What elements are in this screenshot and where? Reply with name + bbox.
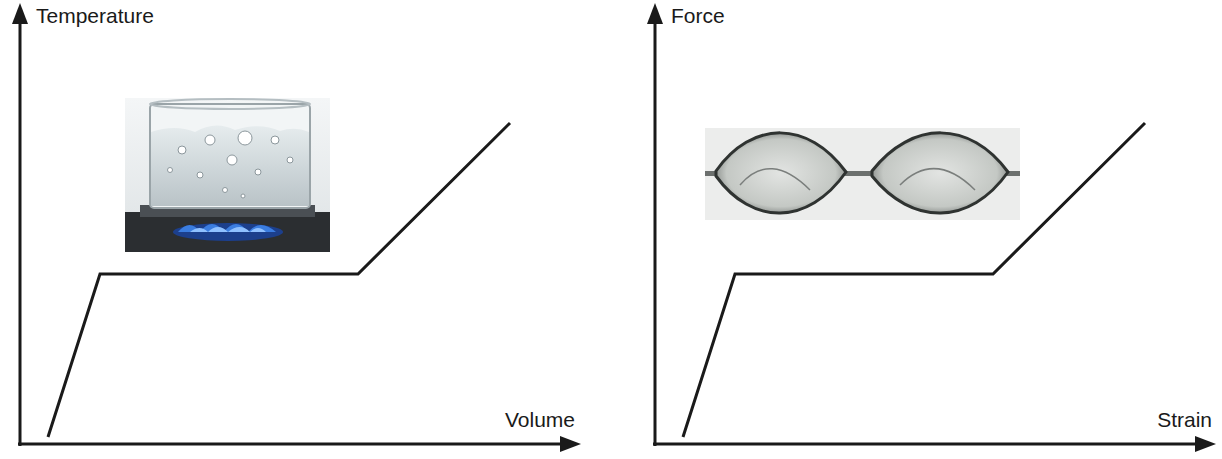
axes [18,14,1204,446]
arrowheads [12,3,1216,452]
axis-label: Strain [1157,407,1212,432]
droplet-photo [705,128,1020,220]
axis-label: Temperature [36,3,154,28]
boiling-water-photo [125,98,330,252]
axis-label: Force [671,3,725,28]
axis-label: Volume [505,407,575,432]
plot-curve [48,123,1145,437]
